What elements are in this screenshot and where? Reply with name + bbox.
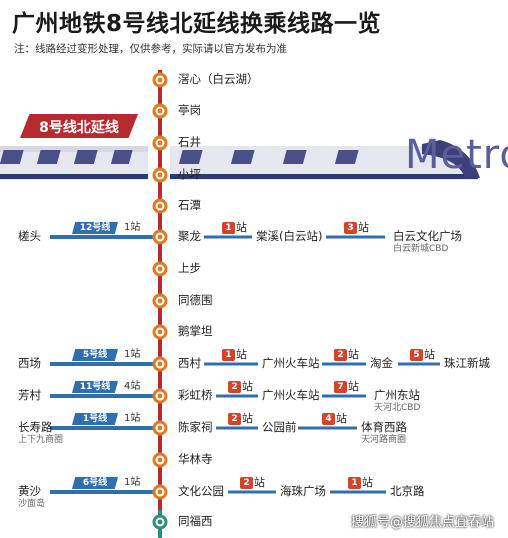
- stop-count-badge: 5: [410, 349, 423, 361]
- station-dot-core: [157, 361, 163, 367]
- stop-unit-label: 站: [348, 348, 359, 361]
- station-name: 石潭: [178, 198, 201, 212]
- stop-unit-label: 站: [336, 412, 347, 425]
- destination-station-name: 公园前: [262, 420, 297, 434]
- destination-station-name: 海珠广场: [280, 484, 326, 498]
- destination-area-label: 白云新城CBD: [393, 244, 449, 254]
- destination-station-name: 珠江新城: [444, 356, 490, 370]
- transfer-station-name: 长寿路: [18, 420, 53, 434]
- station-dot-core: [157, 519, 163, 525]
- stop-count-badge: 2: [228, 381, 241, 393]
- transfer-stop-count: 1站: [124, 413, 141, 424]
- transfer-line-tag: 12号线: [72, 222, 118, 234]
- destination-station-name: 广州火车站: [262, 388, 320, 402]
- destination-station-name: 北京路: [390, 484, 425, 498]
- station-dot-core: [157, 234, 163, 240]
- stop-unit-label: 站: [242, 380, 253, 393]
- transfer-line-tag: 5号线: [72, 349, 118, 361]
- transfer-stop-count: 1站: [124, 222, 141, 233]
- watermark: 搜狐号@搜狐焦点宜春站: [350, 515, 494, 530]
- stop-count-badge: 2: [334, 349, 347, 361]
- station-name: 陈家祠: [178, 420, 213, 434]
- stop-count-badge: 2: [240, 477, 253, 489]
- station-dot-core: [157, 172, 163, 178]
- destination-station-name: 广州火车站: [262, 356, 320, 370]
- station-name: 石井: [178, 135, 201, 149]
- station-dot-core: [157, 425, 163, 431]
- destination-station-name: 白云文化广场: [393, 229, 462, 243]
- stop-unit-label: 站: [358, 221, 369, 234]
- transfer-line-tag: 1号线: [72, 413, 118, 425]
- station-name: 滘心（白云湖）: [178, 72, 259, 86]
- transfer-stop-count: 1站: [124, 349, 141, 360]
- line-tag-label: 8号线北延线: [39, 120, 119, 136]
- destination-station-name: 广州东站: [374, 388, 420, 402]
- station-name: 小坪: [178, 167, 201, 181]
- station-name: 华林寺: [178, 452, 213, 466]
- destination-area-label: 天河路商圈: [361, 435, 407, 445]
- destination-station-name: 棠溪(白云站): [256, 229, 323, 243]
- transfer-station-name: 芳村: [18, 388, 41, 402]
- station-dot-core: [157, 203, 163, 209]
- stop-unit-label: 站: [362, 476, 373, 489]
- stop-unit-label: 站: [254, 476, 265, 489]
- metro-logo-text: Metro: [405, 132, 508, 178]
- stop-unit-label: 站: [348, 380, 359, 393]
- station-name: 西村: [178, 356, 201, 370]
- stop-unit-label: 站: [236, 348, 247, 361]
- stop-count-badge: 4: [322, 413, 335, 425]
- train-illustration: [0, 140, 480, 180]
- stop-unit-label: 站: [424, 348, 435, 361]
- station-name: 鹅掌坦: [178, 324, 213, 338]
- page-title: 广州地铁8号线北延线换乘线路一览: [12, 11, 382, 37]
- stop-unit-label: 站: [242, 412, 253, 425]
- stop-count-badge: 1: [222, 222, 235, 234]
- transfer-line-tag: 6号线: [72, 477, 118, 489]
- stop-count-badge: 7: [334, 381, 347, 393]
- station-dot-core: [157, 77, 163, 83]
- station-dot-core: [157, 457, 163, 463]
- transfer-stop-count: 4站: [124, 381, 141, 392]
- line-8-north-extension-tag: 8号线北延线: [20, 114, 138, 138]
- transfer-station-name: 西场: [18, 356, 41, 370]
- transfer-station-name: 黄沙: [18, 484, 41, 498]
- station-dot-core: [157, 393, 163, 399]
- stop-unit-label: 站: [236, 221, 247, 234]
- station-name: 同德围: [178, 293, 213, 307]
- station-name: 彩虹桥: [178, 388, 213, 402]
- transfer-line-tag: 11号线: [72, 381, 118, 393]
- destination-area-label: 天河北CBD: [374, 403, 421, 413]
- transfer-station-name: 槎头: [18, 229, 41, 243]
- station-dot-core: [157, 298, 163, 304]
- station-name: 同福西: [178, 514, 213, 528]
- station-name: 亭岗: [178, 103, 201, 117]
- stop-count-badge: 1: [222, 349, 235, 361]
- station-name: 聚龙: [178, 229, 201, 243]
- stop-count-badge: 3: [344, 222, 357, 234]
- station-dot-core: [157, 489, 163, 495]
- station-name: 上步: [178, 261, 201, 275]
- station-name: 文化公园: [178, 484, 224, 498]
- disclaimer-note: 注：线路经过变形处理，仅供参考，实际请以官方发布为准: [14, 43, 287, 55]
- station-dot-core: [157, 108, 163, 114]
- station-dot-core: [157, 329, 163, 335]
- stop-count-badge: 2: [228, 413, 241, 425]
- stop-count-badge: 1: [348, 477, 361, 489]
- station-dot-core: [157, 140, 163, 146]
- transfer-area-label: 沙面岛: [18, 499, 46, 509]
- transfer-stop-count: 1站: [124, 477, 141, 488]
- station-dot-core: [157, 266, 163, 272]
- transfer-area-label: 上下九商圈: [18, 435, 64, 445]
- destination-station-name: 淘金: [370, 356, 393, 370]
- destination-station-name: 体育西路: [361, 420, 407, 434]
